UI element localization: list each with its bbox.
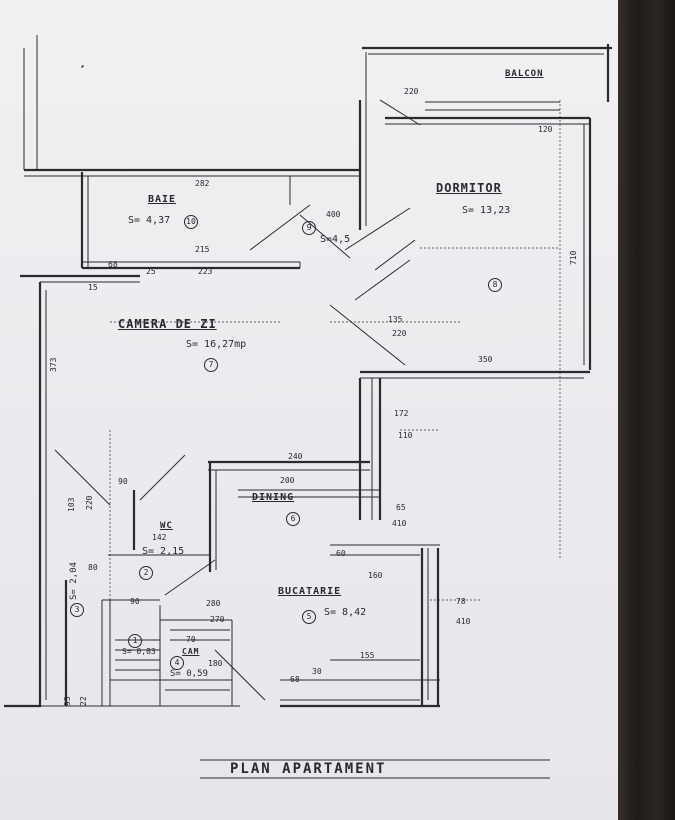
room-number-1: 1 xyxy=(128,634,142,648)
table-edge-background xyxy=(612,0,675,820)
dim-160: 160 xyxy=(368,571,383,580)
floor-plan-drawing xyxy=(4,35,612,779)
dim-270: 270 xyxy=(210,615,225,624)
door-swing-10 xyxy=(214,649,266,701)
dim-93: 93 xyxy=(63,696,72,706)
dim-135: 135 xyxy=(388,315,403,324)
dim-220-wc: 220 xyxy=(85,495,94,510)
room-area-3: S= 2,04 xyxy=(69,562,79,600)
room-label-dining: DINING xyxy=(252,492,295,503)
room-area-camera-de-zi: S= 16,27mp xyxy=(186,339,247,350)
dim-68: 68 xyxy=(108,260,118,269)
dim-25: 25 xyxy=(146,267,156,276)
room-number-dining: 6 xyxy=(286,512,300,526)
dim-410-b: 410 xyxy=(456,617,471,626)
door-swing-3 xyxy=(344,207,411,251)
room-number-cam: 4 xyxy=(170,656,184,670)
room-label-bucatarie: BUCATARIE xyxy=(278,586,342,597)
door-swing-8 xyxy=(139,454,186,501)
room-number-baie: 10 xyxy=(184,215,198,229)
room-label-cam: CAM xyxy=(182,647,200,656)
room-area-baie: S= 4,37 xyxy=(128,215,171,226)
room-area-1: S= 0,83 xyxy=(122,647,156,656)
room-area-wc: S= 2,15 xyxy=(142,546,185,557)
room-area-dormitor: S= 13,23 xyxy=(462,205,511,216)
dim-220-hol: 220 xyxy=(392,329,407,338)
door-swing-1 xyxy=(249,204,311,251)
paper-sheet xyxy=(0,0,618,820)
dim-240: 240 xyxy=(288,452,303,461)
room-number-dormitor: 8 xyxy=(488,278,502,292)
dim-78: 78 xyxy=(456,597,466,606)
pencil-dot xyxy=(80,64,85,69)
door-swing-4 xyxy=(374,239,416,271)
room-label-baie: BAIE xyxy=(148,194,177,205)
dim-103: 103 xyxy=(67,497,76,512)
room-label-balcon: BALCON xyxy=(505,69,544,79)
dim-410: 410 xyxy=(392,519,407,528)
dim-400: 400 xyxy=(326,210,341,219)
room-area-hol: S=4,5 xyxy=(320,234,351,245)
dim-282: 282 xyxy=(195,179,210,188)
door-swing-11 xyxy=(379,99,421,126)
dim-220-c: 220 xyxy=(404,87,419,96)
room-label-dormitor: DORMITOR xyxy=(436,181,502,195)
room-number-camera-de-zi: 7 xyxy=(204,358,218,372)
dim-180: 180 xyxy=(208,659,223,668)
dim-142: 142 xyxy=(152,533,167,542)
room-area-cam: S= 0,59 xyxy=(170,669,208,679)
dim-155: 155 xyxy=(360,651,375,660)
dim-120: 120 xyxy=(538,125,553,134)
dim-60: 60 xyxy=(336,549,346,558)
dim-68-b: 68 xyxy=(290,675,300,684)
room-label-camera-de-zi: CAMERA DE ZI xyxy=(118,317,217,331)
room-number-bucatarie: 5 xyxy=(302,610,316,624)
dim-15: 15 xyxy=(88,283,98,292)
dim-215: 215 xyxy=(195,245,210,254)
dim-65: 65 xyxy=(396,503,406,512)
dim-700: 710 xyxy=(569,250,578,265)
room-area-bucatarie: S= 8,42 xyxy=(324,607,367,618)
door-swing-7 xyxy=(54,449,111,506)
dim-172: 172 xyxy=(394,409,409,418)
room-label-wc: WC xyxy=(160,521,173,531)
plan-title: PLAN APARTAMENT xyxy=(230,761,387,777)
room-number-wc: 2 xyxy=(139,566,153,580)
dim-280: 280 xyxy=(206,599,221,608)
wall-outer-left xyxy=(4,282,42,708)
dim-22: 22 xyxy=(79,696,88,706)
dim-223: 223 xyxy=(198,267,213,276)
dim-200: 200 xyxy=(280,476,295,485)
door-swing-9 xyxy=(164,559,216,596)
door-swing-6 xyxy=(354,259,411,301)
dim-30: 30 xyxy=(312,667,322,676)
dim-90-b: 90 xyxy=(130,597,140,606)
room-number-hol: 9 xyxy=(302,221,316,235)
dim-110: 110 xyxy=(398,431,413,440)
dim-373: 373 xyxy=(49,357,58,372)
room-number-3: 3 xyxy=(70,603,84,617)
dim-90: 90 xyxy=(118,477,128,486)
dim-70: 70 xyxy=(186,635,196,644)
door-swing-5 xyxy=(329,304,406,366)
dim-80: 80 xyxy=(88,563,98,572)
dim-350: 350 xyxy=(478,355,493,364)
